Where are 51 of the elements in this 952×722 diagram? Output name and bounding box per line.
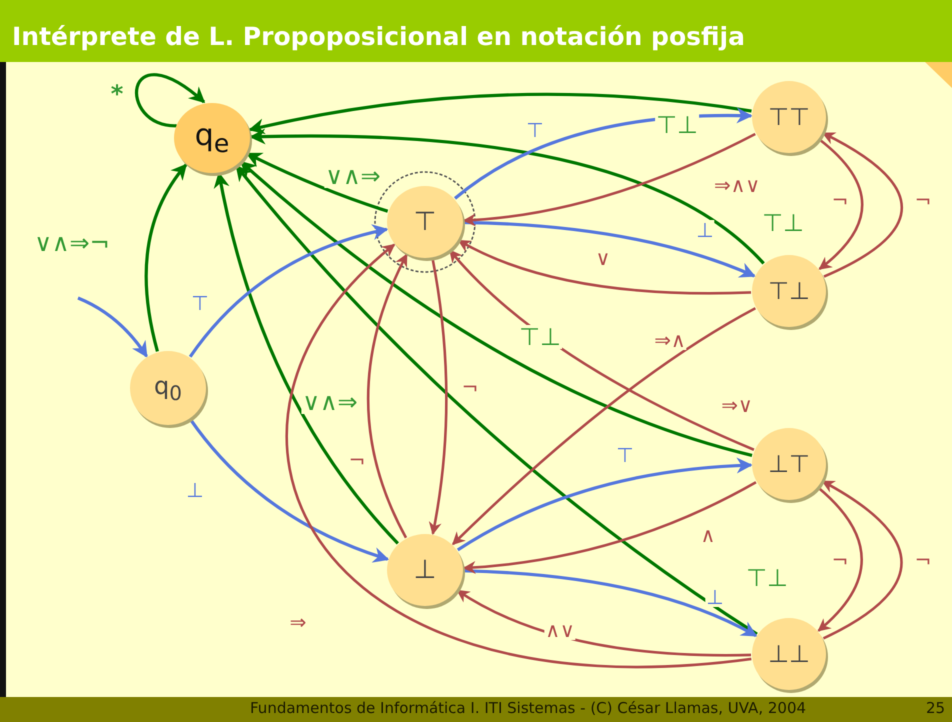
edge-label: ⊤ — [525, 120, 545, 140]
state-label: q$_{0}$ — [154, 372, 182, 404]
arrow — [456, 458, 753, 552]
state-circle — [752, 81, 826, 153]
arrow — [428, 258, 448, 536]
edge-label: ⊤⊥ — [518, 325, 562, 349]
arrow — [448, 249, 754, 451]
arrow — [822, 132, 903, 278]
arrow — [248, 92, 752, 134]
state-label: ⊥⊤ — [768, 450, 810, 478]
state-circle — [752, 255, 826, 327]
arrow — [135, 73, 206, 128]
page-number: 25 — [926, 699, 946, 717]
state-label: q$_{e}$ — [194, 118, 230, 158]
arrow — [286, 244, 752, 668]
edge-label: ⊤ — [190, 293, 210, 313]
arrow — [821, 480, 903, 640]
arrow — [462, 132, 756, 226]
state-circle — [387, 186, 463, 258]
arrow — [77, 296, 148, 358]
arrow — [240, 160, 752, 457]
state-label: ⊤⊤ — [768, 103, 810, 131]
edge-label: ⊤ — [615, 445, 635, 465]
arrow — [366, 253, 408, 538]
arrow — [188, 224, 388, 358]
edge-label: ⊥ — [185, 480, 205, 500]
arrow — [246, 152, 388, 213]
state-circle — [752, 618, 826, 690]
arrow — [464, 220, 756, 278]
arrow — [456, 589, 752, 657]
arrow — [462, 481, 757, 574]
state-label: ⊤ — [414, 207, 436, 237]
arrow — [189, 418, 390, 562]
arrow — [458, 239, 752, 295]
state-circle — [752, 428, 826, 500]
edge-label: ⊥ — [705, 587, 725, 607]
arrow — [818, 138, 864, 270]
arrow — [235, 164, 758, 636]
state-label: ⊥⊥ — [768, 640, 810, 668]
state-circle — [130, 351, 206, 425]
slide-title: Intérprete de L. Propoposicional en notación posfija — [0, 0, 952, 62]
state-label: ⊥ — [414, 555, 436, 585]
arrow — [464, 569, 758, 638]
state-label: ⊤⊥ — [768, 277, 810, 305]
arrow — [452, 307, 756, 546]
state-circle — [387, 534, 463, 606]
arrow — [144, 164, 188, 352]
arrow — [817, 486, 863, 632]
edge-label: ⊥ — [695, 220, 715, 240]
footer-text: Fundamentos de Informática I. ITI Sistemas - (C) César Llamas, UVA, 2004 — [250, 699, 806, 717]
arrow — [249, 128, 765, 265]
